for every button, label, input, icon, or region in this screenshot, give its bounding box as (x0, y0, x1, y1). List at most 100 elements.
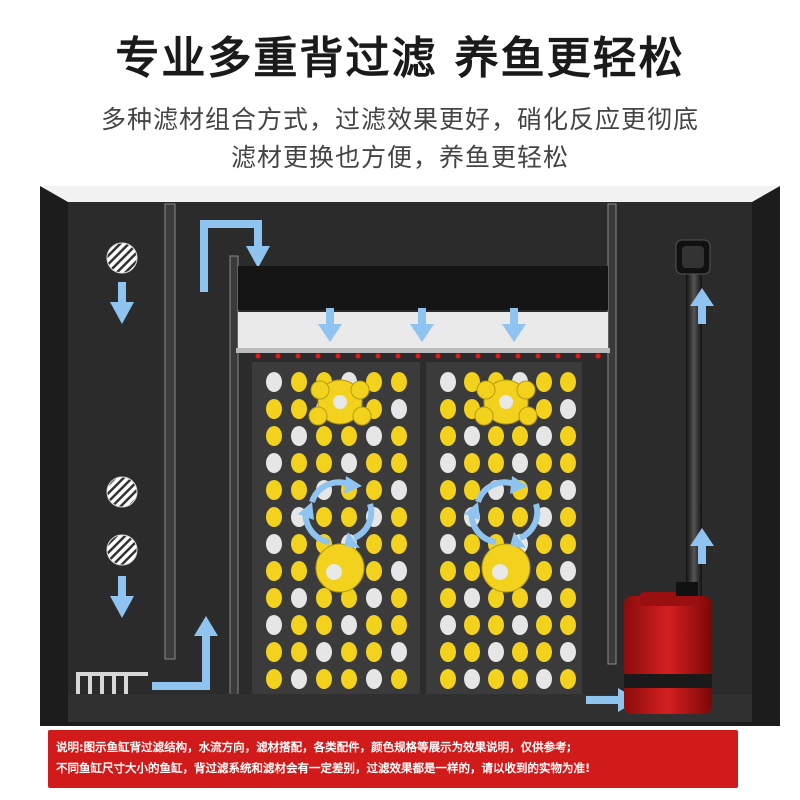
media-hole (536, 480, 552, 500)
media-hole (560, 480, 576, 500)
media-hole (536, 534, 552, 554)
media-hole (464, 615, 480, 635)
media-hole (366, 426, 382, 446)
glass-partition-right (607, 203, 617, 665)
media-hole (464, 642, 480, 662)
media-hole (366, 588, 382, 608)
media-hole (291, 534, 307, 554)
media-hole (366, 480, 382, 500)
disclaimer-line-2: 不同鱼缸尺寸大小的鱼缸，背过滤系统和滤材会有一定差别，过滤效果都是一样的，请以收… (56, 761, 591, 775)
media-hole (536, 615, 552, 635)
media-hole (512, 453, 528, 473)
media-hole (512, 588, 528, 608)
media-hole (366, 615, 382, 635)
media-hole (266, 426, 282, 446)
media-hole (464, 480, 480, 500)
drip-dot (275, 353, 281, 359)
media-hole (440, 588, 456, 608)
media-hole (391, 453, 407, 473)
media-hole (366, 642, 382, 662)
drip-dot (355, 353, 361, 359)
media-hole (291, 561, 307, 581)
media-hole (440, 669, 456, 689)
media-hole (440, 480, 456, 500)
drip-dot (495, 353, 501, 359)
media-hole (341, 507, 357, 527)
media-hole (488, 615, 504, 635)
disclaimer-line-1: 说明:图示鱼缸背过滤结构，水流方向，滤材搭配，各类配件，颜色规格等展示为效果说明… (56, 740, 572, 754)
media-hole (440, 399, 456, 419)
media-hole (266, 534, 282, 554)
media-hole (560, 669, 576, 689)
media-hole (341, 588, 357, 608)
rotation-arrow-heads (298, 476, 528, 548)
drip-dot (575, 353, 581, 359)
media-hole (266, 669, 282, 689)
media-hole (266, 588, 282, 608)
drip-dot (455, 353, 461, 359)
media-hole (440, 615, 456, 635)
drip-dot (255, 353, 261, 359)
down-arrow-icon (410, 308, 434, 342)
media-hole (391, 588, 407, 608)
media-hole (391, 615, 407, 635)
media-hole (440, 507, 456, 527)
media-hole (291, 642, 307, 662)
media-hole (366, 669, 382, 689)
subtitle-line-1: 多种滤材组合方式，过滤效果更好，硝化反应更彻底 (100, 105, 699, 134)
media-hole (316, 426, 332, 446)
drip-dot (555, 353, 561, 359)
drip-dot (595, 353, 601, 359)
media-hole (291, 453, 307, 473)
media-hole (512, 669, 528, 689)
media-hole (440, 426, 456, 446)
media-hole (341, 453, 357, 473)
media-hole (512, 426, 528, 446)
media-hole (512, 507, 528, 527)
media-hole (560, 534, 576, 554)
media-hole (341, 669, 357, 689)
media-hole (266, 372, 282, 392)
media-hole (560, 372, 576, 392)
media-hole (291, 372, 307, 392)
drip-dot (395, 353, 401, 359)
flow-arrow-icon (200, 220, 270, 292)
media-hole (560, 426, 576, 446)
media-hole (391, 372, 407, 392)
media-hole (266, 615, 282, 635)
media-hole (464, 534, 480, 554)
media-hole (536, 588, 552, 608)
drip-dot (315, 353, 321, 359)
media-hole (266, 507, 282, 527)
media-hole (316, 588, 332, 608)
media-hole (366, 534, 382, 554)
drip-dot (295, 353, 301, 359)
page-title: 专业多重背过滤 养鱼更轻松 (115, 33, 685, 84)
filter-diagram (40, 186, 780, 726)
media-hole (560, 453, 576, 473)
media-hole (464, 453, 480, 473)
media-hole (291, 426, 307, 446)
tank-top-rim (40, 186, 780, 202)
bubble-icon (106, 476, 138, 508)
bubble-icon (106, 242, 138, 274)
media-hole (464, 372, 480, 392)
media-hole (391, 399, 407, 419)
water-pump-icon (624, 582, 712, 714)
media-hole (464, 426, 480, 446)
media-hole (266, 453, 282, 473)
media-hole (316, 453, 332, 473)
media-hole (536, 399, 552, 419)
down-arrow-icon (502, 308, 526, 342)
media-hole (440, 453, 456, 473)
media-hole (488, 642, 504, 662)
drip-dot (535, 353, 541, 359)
media-hole (536, 453, 552, 473)
media-hole (560, 561, 576, 581)
drip-dot (415, 353, 421, 359)
media-hole (560, 615, 576, 635)
ceramic-ring-holes (326, 395, 513, 580)
outlet-pipe-icon (686, 262, 702, 602)
media-hole (316, 615, 332, 635)
media-hole (391, 561, 407, 581)
